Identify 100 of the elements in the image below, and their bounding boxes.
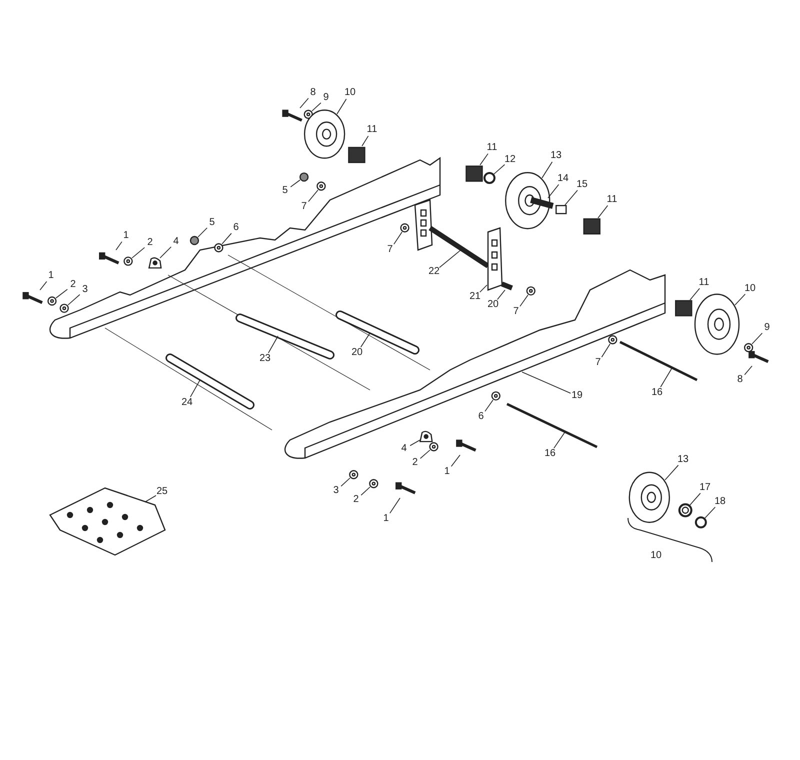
- callout-number: 6: [232, 222, 240, 234]
- callout-number: 23: [258, 353, 272, 365]
- callout-number: 7: [594, 357, 602, 369]
- leader-line: [704, 506, 716, 518]
- idler-wheel: [304, 110, 346, 159]
- spacer: [556, 204, 567, 214]
- callout-number: 21: [468, 291, 482, 303]
- callout-number: 1: [382, 513, 390, 525]
- callout-number: 7: [512, 306, 520, 318]
- bolt: [396, 482, 416, 494]
- callout-number: 1: [443, 466, 451, 478]
- mounting-plate: [148, 257, 162, 269]
- washer: [491, 391, 500, 401]
- callout-number: 11: [366, 124, 378, 136]
- cross-tube: [166, 354, 254, 410]
- bolt: [282, 110, 302, 122]
- leader-line: [660, 368, 672, 388]
- callout-number: 11: [698, 277, 710, 289]
- leader-line: [132, 247, 145, 258]
- callout-number: 10: [343, 87, 357, 99]
- leader-line: [222, 232, 232, 244]
- leader-line: [564, 190, 578, 206]
- callout-number: 2: [69, 279, 77, 291]
- leader-line: [40, 281, 48, 290]
- bolt: [748, 351, 769, 364]
- slide-block: [348, 146, 366, 164]
- leader-line: [312, 102, 322, 112]
- callout-number: 20: [486, 299, 500, 311]
- callout-number: 9: [763, 322, 771, 334]
- leader-line: [360, 486, 370, 496]
- callout-number: 3: [81, 284, 89, 296]
- leader-line: [308, 190, 318, 202]
- leader-line: [340, 478, 350, 487]
- washer: [349, 470, 358, 480]
- long-bolt: [619, 340, 698, 382]
- washer: [214, 243, 224, 252]
- callout-number: 14: [556, 173, 570, 185]
- leader-line: [190, 380, 200, 398]
- leader-line: [439, 248, 462, 268]
- callout-number: 2: [411, 457, 419, 469]
- leader-line: [664, 464, 679, 480]
- suspension-rail: [284, 269, 666, 459]
- callout-number: 2: [352, 494, 360, 506]
- callout-number: 13: [549, 150, 563, 162]
- leader-line: [394, 232, 402, 245]
- axle-bracket: [487, 227, 503, 291]
- leader-line: [420, 450, 430, 459]
- leader-line: [198, 228, 208, 238]
- idler-wheel: [505, 172, 550, 230]
- leader-line: [336, 98, 347, 114]
- leader-line: [450, 454, 460, 467]
- callout-number: 10: [649, 550, 663, 562]
- bolt: [22, 292, 43, 304]
- callout-number: 24: [180, 397, 194, 409]
- leader-line: [690, 288, 700, 300]
- idler-wheel: [694, 294, 740, 355]
- leader-line: [497, 290, 506, 300]
- callout-number: 8: [309, 87, 317, 99]
- callout-number: 5: [281, 185, 289, 197]
- leader-line: [268, 336, 278, 354]
- leader-line: [744, 366, 752, 376]
- callout-number: 10: [743, 283, 757, 295]
- leader-line: [554, 432, 566, 449]
- leader-line: [56, 288, 68, 298]
- washer: [369, 479, 378, 488]
- callout-number: 8: [736, 374, 744, 386]
- leader-line: [360, 332, 370, 348]
- callout-number: 7: [386, 244, 394, 256]
- washer: [526, 286, 536, 296]
- callout-number: 7: [300, 201, 308, 213]
- callout-number: 6: [477, 411, 485, 423]
- leader-line: [410, 440, 420, 446]
- leader-line: [480, 153, 488, 166]
- leader-line: [542, 162, 553, 178]
- axle-tube: [428, 226, 490, 268]
- leader-line: [362, 136, 369, 146]
- axle-stub: [501, 282, 513, 290]
- callout-number: 2: [146, 237, 154, 249]
- cross-tube: [236, 314, 334, 360]
- track-section: [49, 487, 166, 556]
- snap-ring: [694, 516, 707, 528]
- leader-line: [484, 400, 494, 412]
- shaft: [530, 197, 554, 209]
- leader-line: [290, 180, 300, 188]
- leader-line: [752, 332, 763, 344]
- leader-line: [520, 294, 528, 307]
- callout-number: 17: [698, 482, 712, 494]
- washer: [429, 442, 438, 452]
- callout-number: 11: [606, 194, 618, 206]
- callout-number: 12: [503, 154, 517, 166]
- washer: [60, 304, 69, 313]
- callout-number: 9: [322, 92, 330, 104]
- idler-wheel: [628, 472, 670, 523]
- slide-block: [466, 166, 483, 182]
- callout-number: 11: [486, 142, 498, 154]
- callout-number: 25: [155, 486, 169, 498]
- washer: [400, 223, 410, 232]
- callout-number: 3: [332, 485, 340, 497]
- slide-block: [583, 218, 600, 234]
- leader-line: [160, 246, 172, 258]
